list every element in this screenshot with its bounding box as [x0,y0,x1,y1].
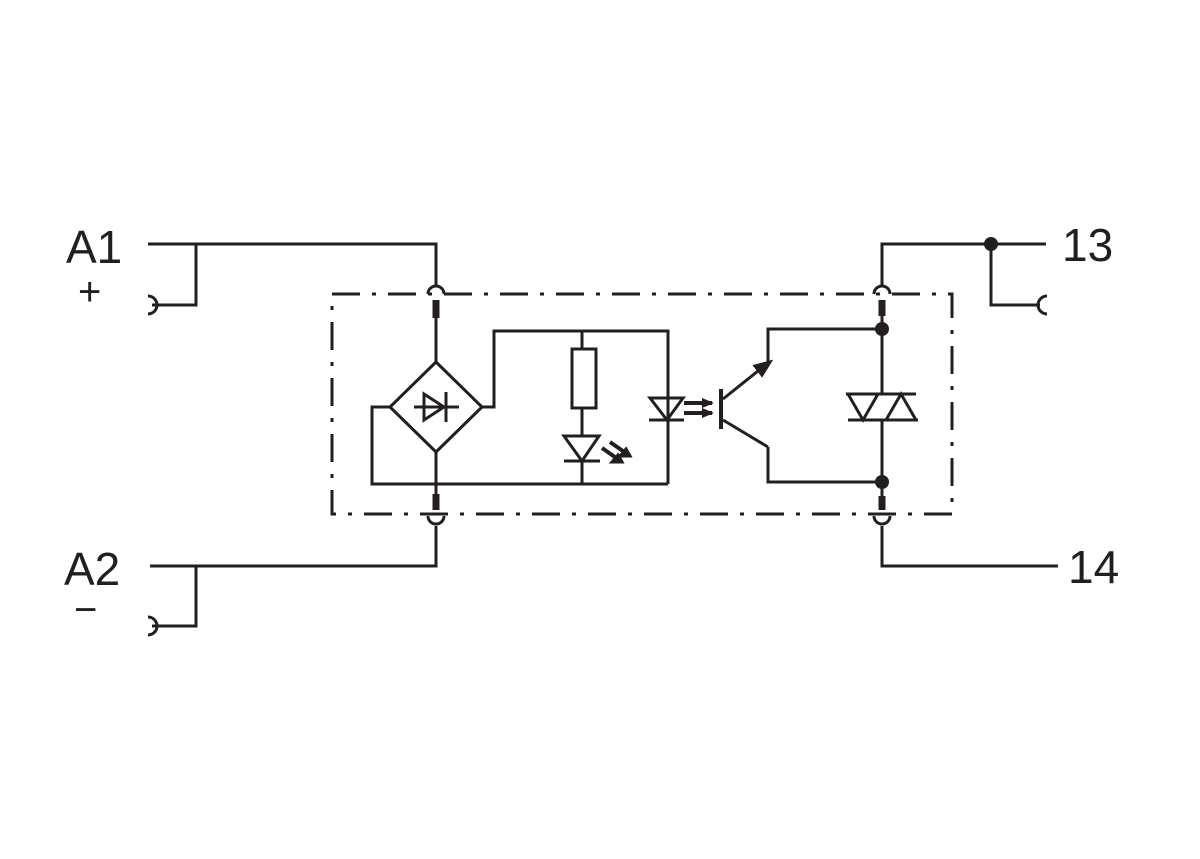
t13-terminal-socket-icon [1036,294,1048,316]
terminal-label-a2: A2 [64,543,121,595]
triac-icon [845,329,919,482]
a1-wiring [147,242,446,362]
bridge-rectifier-icon [370,329,670,486]
phototransistor-icon [719,327,882,484]
t13-connector-icon [872,284,892,295]
junction-dot-top [875,322,889,336]
junction-dots [875,237,998,489]
optocoupler-led-icon [646,396,714,423]
status-led-icon [561,434,633,484]
a1-terminal-socket-icon [147,294,159,316]
t13-wiring [872,242,1048,329]
terminal-label-14: 14 [1068,541,1120,593]
polarity-label-minus: − [74,588,98,632]
t14-wiring [872,482,1058,568]
a2-connector-icon [426,515,446,526]
junction-dot-bottom [875,475,889,489]
t14-connector-icon [872,515,892,526]
terminal-label-a1: A1 [66,221,123,273]
a1-connector-icon [426,284,446,295]
a2-terminal-socket-icon [147,615,159,637]
resistor-icon [570,331,598,436]
junction-dot-13 [984,237,998,251]
enclosure-boundary [330,292,954,516]
a2-wiring [147,452,446,637]
polarity-label-plus: + [78,270,102,314]
terminal-label-13: 13 [1062,219,1114,271]
